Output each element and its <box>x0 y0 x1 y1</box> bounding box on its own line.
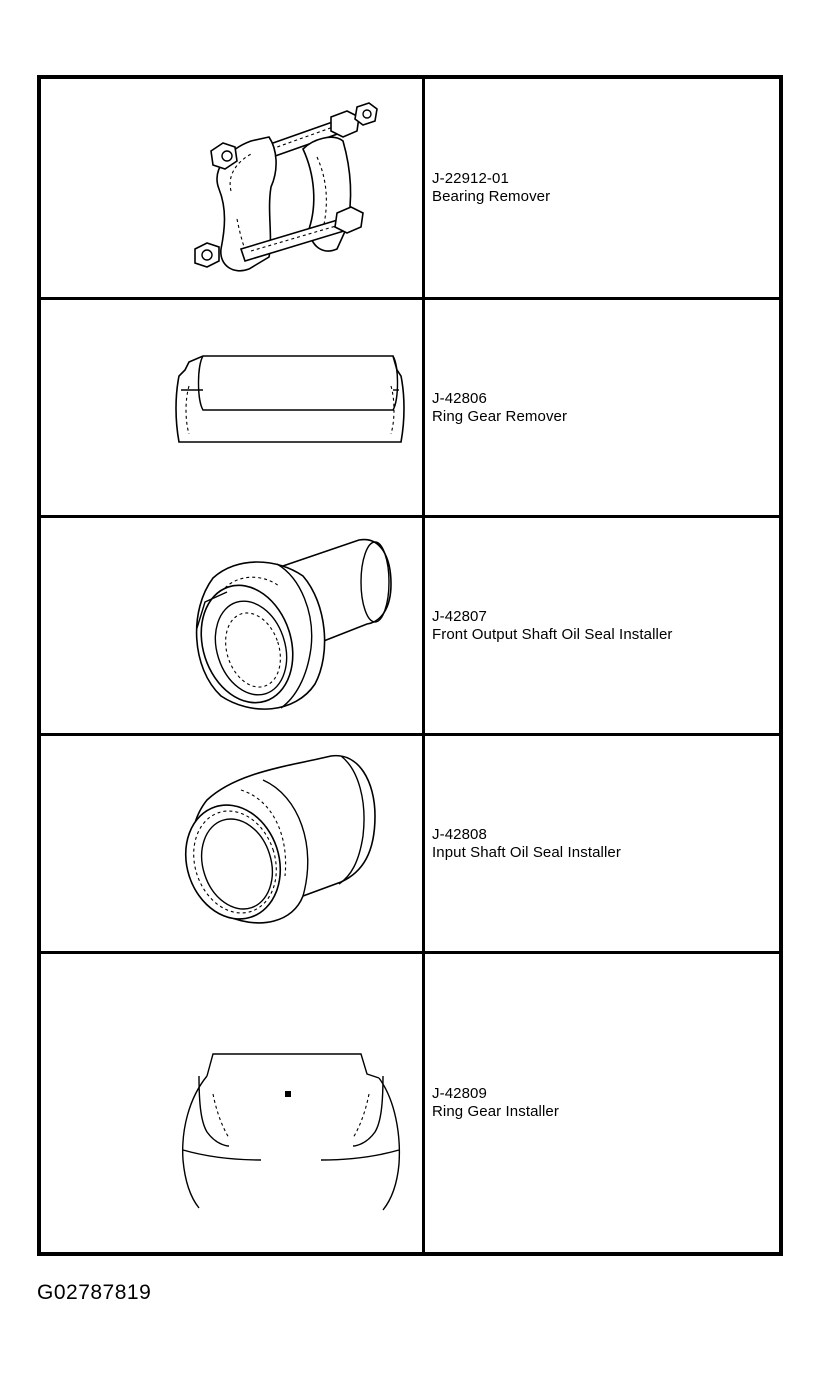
illustration-cell <box>41 518 425 733</box>
tool-number: J-42807 <box>432 607 487 625</box>
illustration-cell <box>41 954 425 1252</box>
table-row: J-42806 Ring Gear Remover <box>41 300 779 518</box>
tool-name: Input Shaft Oil Seal Installer <box>432 843 621 861</box>
description-cell: J-42807 Front Output Shaft Oil Seal Inst… <box>432 518 779 733</box>
bearing-remover-icon <box>194 102 378 272</box>
tool-number: J-22912-01 <box>432 170 509 187</box>
tool-name: Bearing Remover <box>432 188 551 205</box>
description-cell: J-42809 Ring Gear Installer <box>432 954 779 1252</box>
ring-gear-remover-icon <box>175 355 405 443</box>
table-row: J-42808 Input Shaft Oil Seal Installer <box>41 736 779 954</box>
description-cell: J-42806 Ring Gear Remover <box>432 300 779 515</box>
ring-gear-installer-icon <box>182 1053 401 1211</box>
description-cell: J-22912-01 Bearing Remover <box>432 79 779 297</box>
illustration-cell <box>41 300 425 515</box>
special-tools-table: J-22912-01 Bearing Remover J-42806 Ring … <box>37 75 783 1256</box>
tool-number: J-42806 <box>432 389 487 407</box>
table-row: J-42809 Ring Gear Installer <box>41 954 779 1252</box>
front-output-shaft-oil-seal-installer-icon <box>195 538 392 710</box>
tool-number: J-42808 <box>432 825 487 843</box>
tool-number: J-42809 <box>432 1085 487 1102</box>
tool-name: Ring Gear Remover <box>432 407 568 425</box>
table-row: J-22912-01 Bearing Remover <box>41 79 779 300</box>
tool-name: Ring Gear Installer <box>432 1103 559 1120</box>
illustration-cell <box>41 736 425 951</box>
illustration-cell <box>41 79 425 297</box>
input-shaft-oil-seal-installer-icon <box>184 754 376 924</box>
figure-code: G02787819 <box>37 1281 152 1304</box>
tool-name: Front Output Shaft Oil Seal Installer <box>432 625 673 643</box>
description-cell: J-42808 Input Shaft Oil Seal Installer <box>432 736 779 951</box>
table-row: J-42807 Front Output Shaft Oil Seal Inst… <box>41 518 779 736</box>
